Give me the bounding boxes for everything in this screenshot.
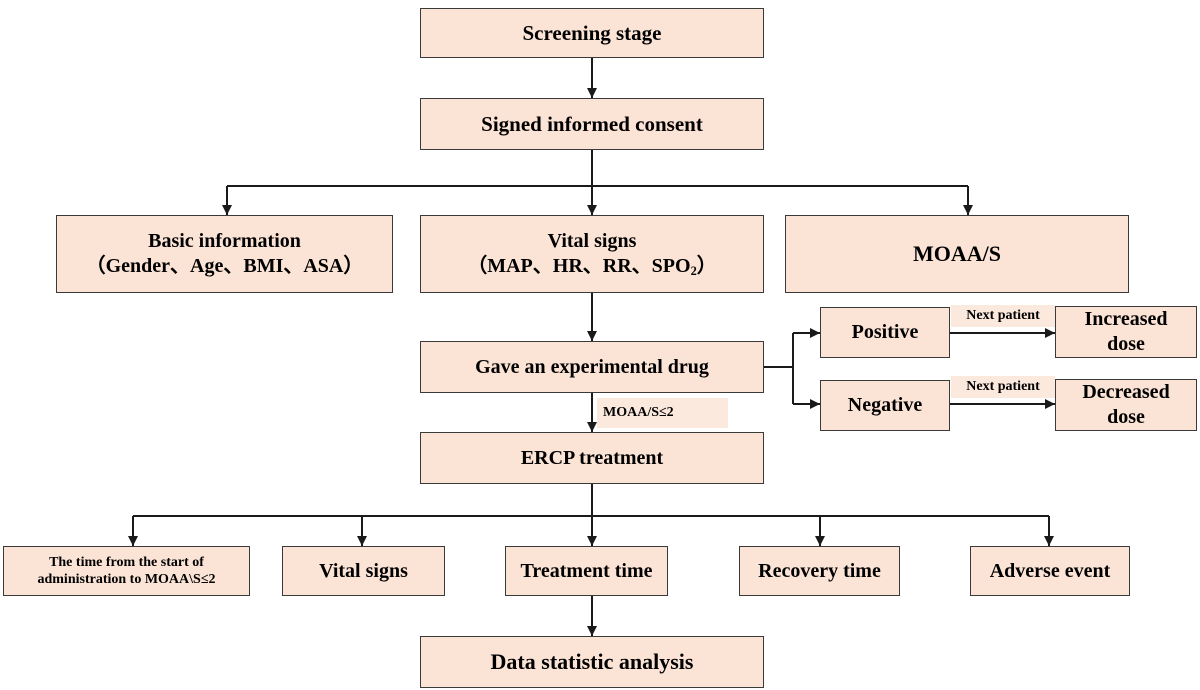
consent-label: Signed informed consent bbox=[481, 111, 703, 136]
outcome-label-time-to-sedation: The time from the start of administratio… bbox=[37, 554, 216, 588]
outcome-box-vital-signs: Vital signs bbox=[282, 546, 445, 596]
outcome-box-adverse-event: Adverse event bbox=[970, 546, 1130, 596]
experimental-drug-box: Gave an experimental drug bbox=[420, 341, 764, 393]
next-patient-label-negative: Next patient bbox=[966, 379, 1040, 394]
negative-label: Negative bbox=[847, 394, 923, 416]
moaas-label: MOAA/S bbox=[913, 241, 1001, 267]
outcome-label-vital-signs: Vital signs bbox=[319, 559, 408, 582]
outcome-box-recovery-time: Recovery time bbox=[739, 546, 900, 596]
basic-information-title: Basic information bbox=[148, 230, 301, 252]
outcome-box-time-to-sedation: The time from the start of administratio… bbox=[3, 546, 250, 596]
consent-box: Signed informed consent bbox=[420, 98, 764, 150]
increased-dose-label: Increased dose bbox=[1084, 308, 1168, 355]
basic-information-box: Basic information （Gender、Age、BMI、ASA） bbox=[56, 215, 393, 293]
moaas-box: MOAA/S bbox=[785, 215, 1129, 293]
vital-signs-title: Vital signs bbox=[547, 230, 637, 252]
next-patient-label-positive: Next patient bbox=[966, 308, 1040, 323]
screening-stage-label: Screening stage bbox=[522, 20, 662, 45]
ercp-treatment-box: ERCP treatment bbox=[420, 432, 764, 484]
vital-signs-detail-main: （MAP、HR、RR、SPO bbox=[467, 255, 691, 277]
outcome-label-adverse-event: Adverse event bbox=[989, 559, 1111, 582]
decreased-dose-box: Decreased dose bbox=[1055, 379, 1197, 431]
vital-signs-detail: （MAP、HR、RR、SPO2） bbox=[467, 254, 717, 279]
vital-signs-detail-subscript: 2 bbox=[690, 264, 697, 279]
moaas-condition-tag: MOAA/S≤2 bbox=[597, 398, 728, 428]
outcome-label-treatment-time: Treatment time bbox=[520, 559, 653, 582]
next-patient-tag-negative: Next patient bbox=[951, 376, 1055, 398]
moaas-condition-label: MOAA/S≤2 bbox=[603, 405, 674, 420]
data-analysis-box: Data statistic analysis bbox=[420, 636, 764, 688]
negative-box: Negative bbox=[820, 380, 950, 431]
basic-information-detail: （Gender、Age、BMI、ASA） bbox=[85, 255, 364, 277]
increased-dose-box: Increased dose bbox=[1055, 306, 1197, 358]
ercp-treatment-label: ERCP treatment bbox=[520, 446, 664, 469]
outcome-label-recovery-time: Recovery time bbox=[758, 559, 881, 582]
outcome-box-treatment-time: Treatment time bbox=[505, 546, 668, 596]
experimental-drug-label: Gave an experimental drug bbox=[475, 355, 709, 378]
positive-label: Positive bbox=[851, 321, 919, 343]
vital-signs-box: Vital signs （MAP、HR、RR、SPO2） bbox=[420, 215, 764, 293]
next-patient-tag-positive: Next patient bbox=[951, 305, 1055, 327]
data-analysis-label: Data statistic analysis bbox=[490, 649, 694, 675]
screening-stage-box: Screening stage bbox=[420, 8, 764, 58]
vital-signs-detail-close: ） bbox=[696, 255, 717, 277]
decreased-dose-label: Decreased dose bbox=[1082, 381, 1170, 428]
positive-box: Positive bbox=[820, 307, 950, 358]
